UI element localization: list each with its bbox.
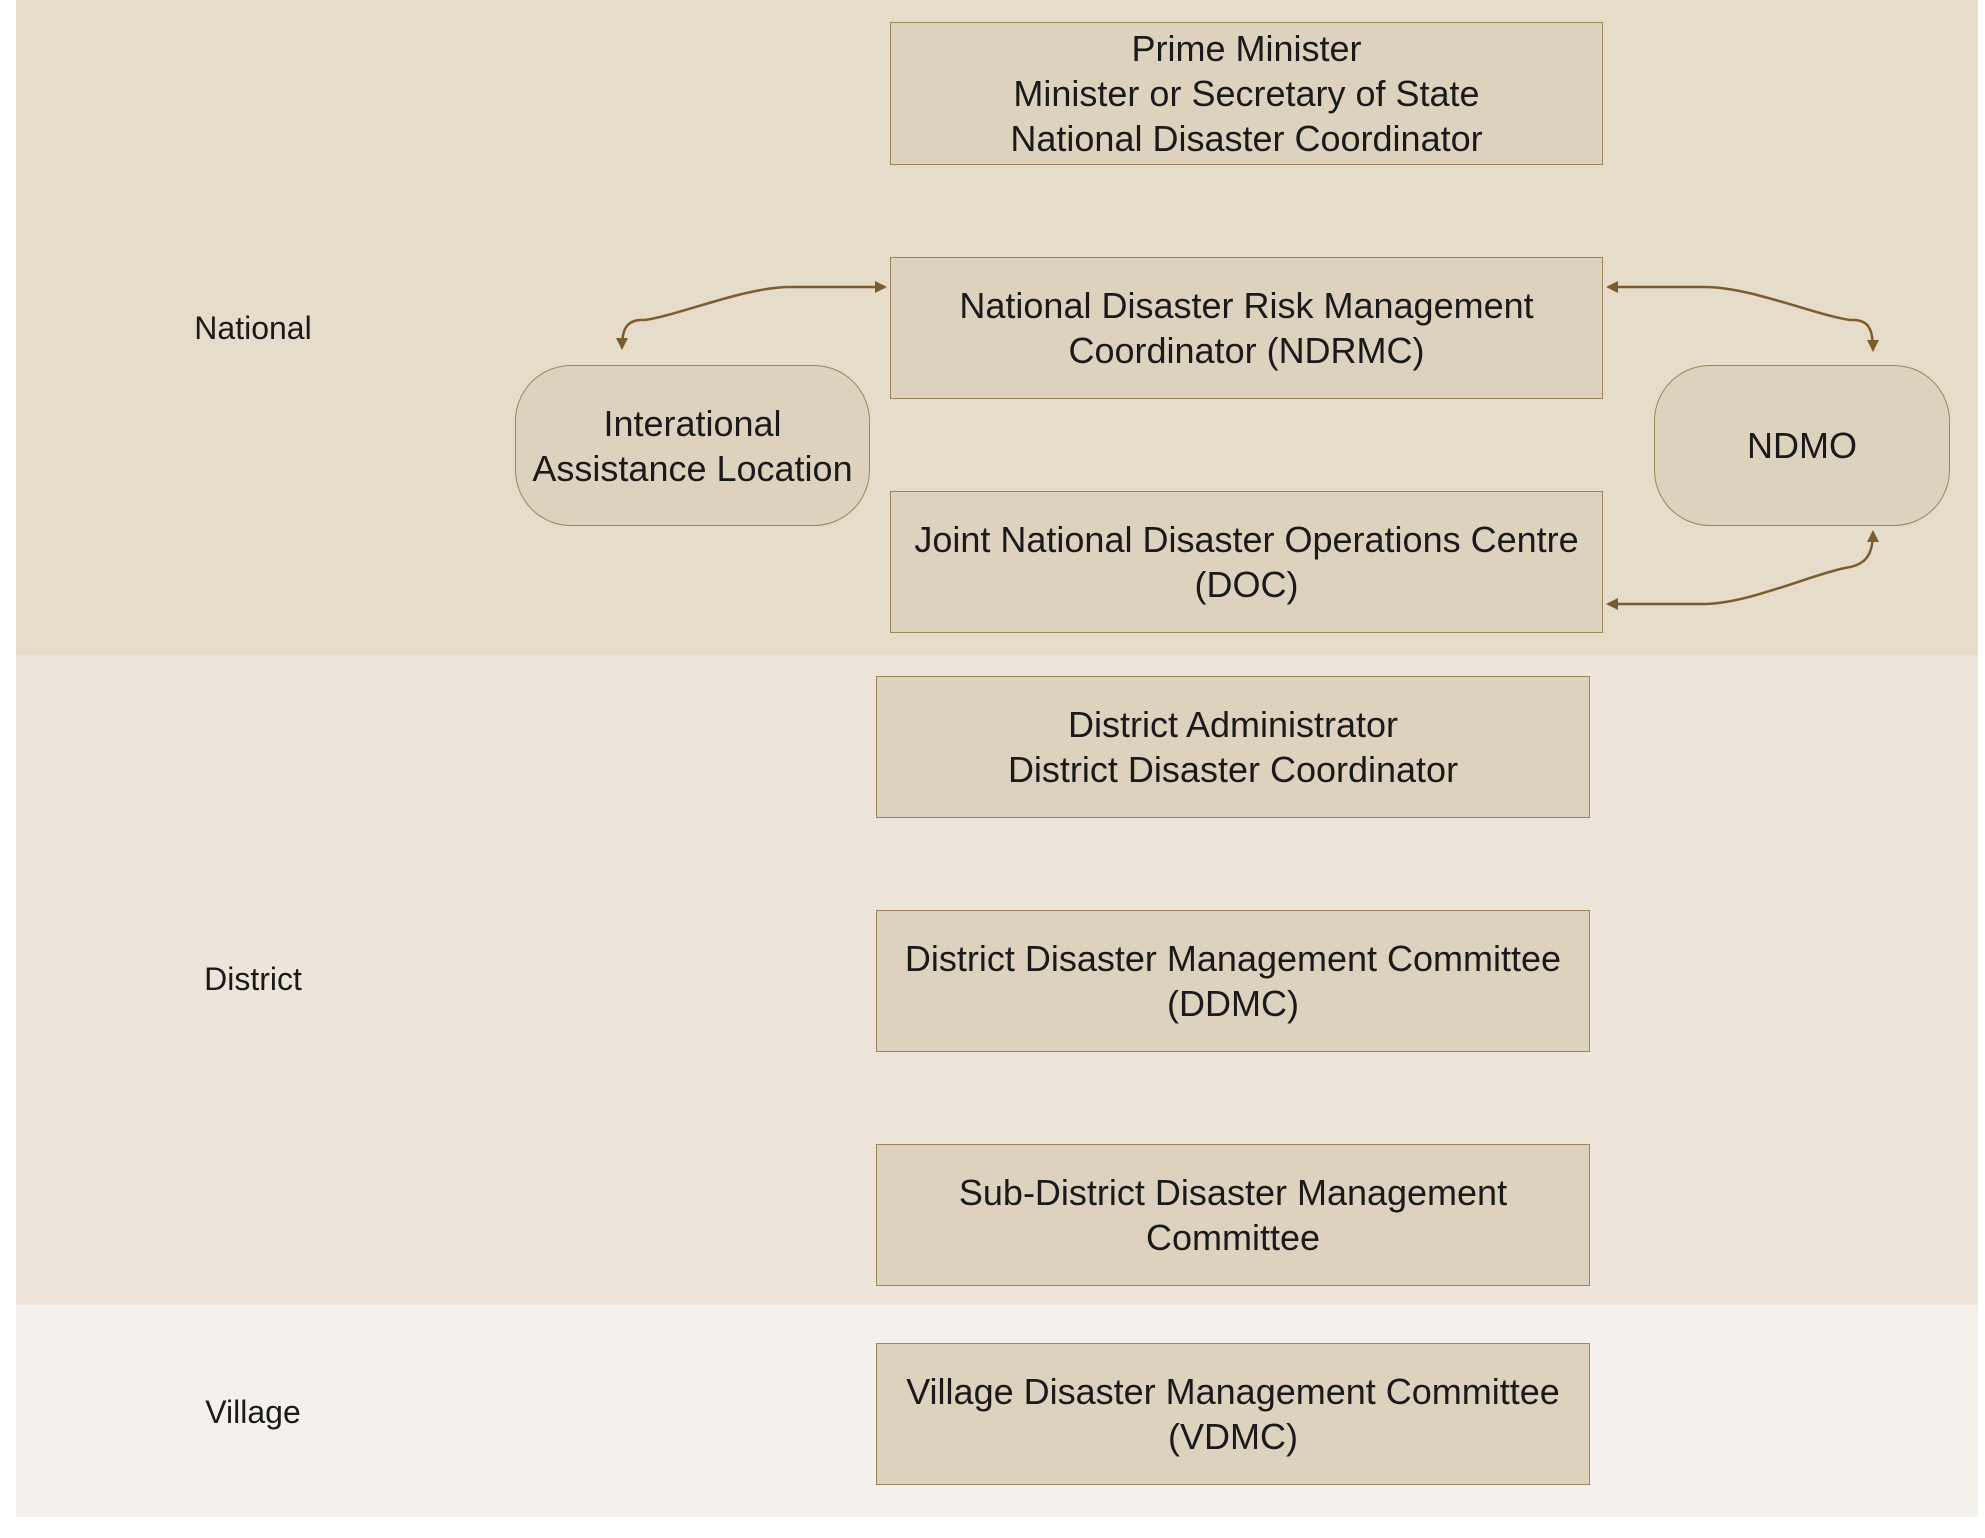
prime-minister-box: Prime Minister Minister or Secretary of … — [890, 22, 1603, 165]
box-line: Village Disaster Management Committee — [906, 1371, 1560, 1412]
doc-box: Joint National Disaster Operations Centr… — [890, 491, 1603, 633]
ndmo-box: NDMO — [1654, 365, 1950, 526]
box-line: (DDMC) — [1167, 983, 1299, 1024]
sub-district-committee-box: Sub-District Disaster Management Committ… — [876, 1144, 1590, 1286]
box-line: District Administrator — [1067, 704, 1399, 745]
box-line: National Disaster Risk Management — [959, 285, 1534, 326]
ndrmc-box: National Disaster Risk Management Coordi… — [890, 257, 1603, 399]
box-line: National Disaster Coordinator — [1010, 118, 1483, 159]
ddmc-box: District Disaster Management Committee (… — [876, 910, 1590, 1052]
level-label-district: District — [204, 961, 302, 997]
box-line: Assistance Location — [532, 447, 853, 489]
box-line: (VDMC) — [1168, 1416, 1298, 1457]
international-assistance-box: Interational Assistance Location — [515, 365, 870, 526]
box-line: NDMO — [1747, 425, 1857, 466]
level-label-village: Village — [205, 1394, 301, 1430]
box-line: Coordinator (NDRMC) — [1068, 330, 1425, 371]
district-administrator-box: District Administrator District Disaster… — [876, 676, 1590, 818]
box-line: Sub-District Disaster Management — [958, 1172, 1508, 1213]
box-line: Prime Minister — [1131, 28, 1362, 69]
box-line: Interational — [603, 402, 782, 444]
vdmc-box: Village Disaster Management Committee (V… — [876, 1343, 1590, 1485]
box-line: District Disaster Coordinator — [1007, 749, 1459, 790]
box-line: (DOC) — [1194, 564, 1299, 605]
level-label-national: National — [194, 310, 312, 346]
box-line: Joint National Disaster Operations Centr… — [914, 519, 1579, 560]
box-line: Minister or Secretary of State — [1013, 73, 1480, 114]
box-line: Committee — [1145, 1217, 1321, 1258]
box-line: District Disaster Management Committee — [904, 938, 1562, 979]
